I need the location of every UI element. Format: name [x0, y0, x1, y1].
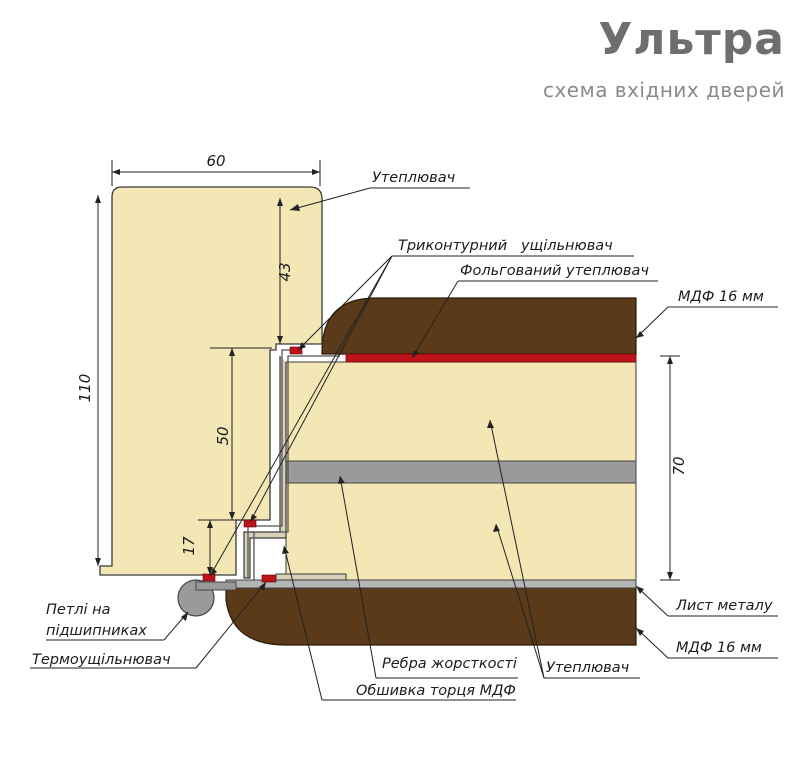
label-ribs: Ребра жорсткості [382, 656, 517, 672]
dim-lower-gap: 17 [180, 536, 198, 556]
frame-metal-contour-2 [253, 355, 340, 580]
mdf-panel-top [321, 297, 637, 355]
label-mdf-bottom: МДФ 16 мм [676, 640, 762, 656]
label-hinges-line2: підшипниках [46, 623, 147, 639]
label-insulation-top: Утеплювач [372, 170, 456, 186]
label-metal-sheet: Лист металу [675, 598, 773, 614]
label-insulation-bottom: Утеплювач [546, 660, 630, 676]
leader-arrows [181, 204, 644, 636]
metal-sheet [225, 579, 637, 589]
dim-frame-width: 60 [206, 152, 225, 170]
frame-metal-contour [247, 349, 296, 578]
frame-profile [99, 186, 323, 576]
dimension-arrows [95, 169, 673, 580]
page-subtitle: схема вхідних дверей [542, 78, 785, 102]
foil-insulation-strip [345, 353, 637, 363]
mdf-panel-bottom [225, 587, 637, 646]
label-thermo-seal: Термоущільнювач [32, 652, 171, 668]
leader-lines [30, 187, 778, 701]
dim-frame-height: 110 [76, 374, 94, 403]
page-title: Ультра [598, 14, 785, 65]
frame-bottom-strip [275, 573, 347, 581]
stiffening-rib [285, 460, 637, 484]
dim-door-thickness: 70 [670, 456, 688, 475]
seal-bottom [202, 573, 216, 582]
thermo-seal [261, 574, 277, 583]
dim-mid-gap: 50 [214, 426, 232, 445]
seal-middle [243, 519, 257, 528]
dimension-lines [97, 160, 680, 581]
label-hinges-line1: Петлі на [46, 602, 111, 618]
label-mdf-edge: Обшивка торця МДФ [356, 683, 516, 699]
seal-top [289, 346, 303, 355]
label-foil-insulation: Фольгований утеплювач [460, 263, 649, 279]
label-triple-seal: Триконтурний ущільнювач [398, 238, 613, 254]
hinge-plate [195, 581, 237, 591]
label-mdf-top: МДФ 16 мм [678, 289, 764, 305]
dim-upper-gap: 43 [276, 262, 294, 281]
